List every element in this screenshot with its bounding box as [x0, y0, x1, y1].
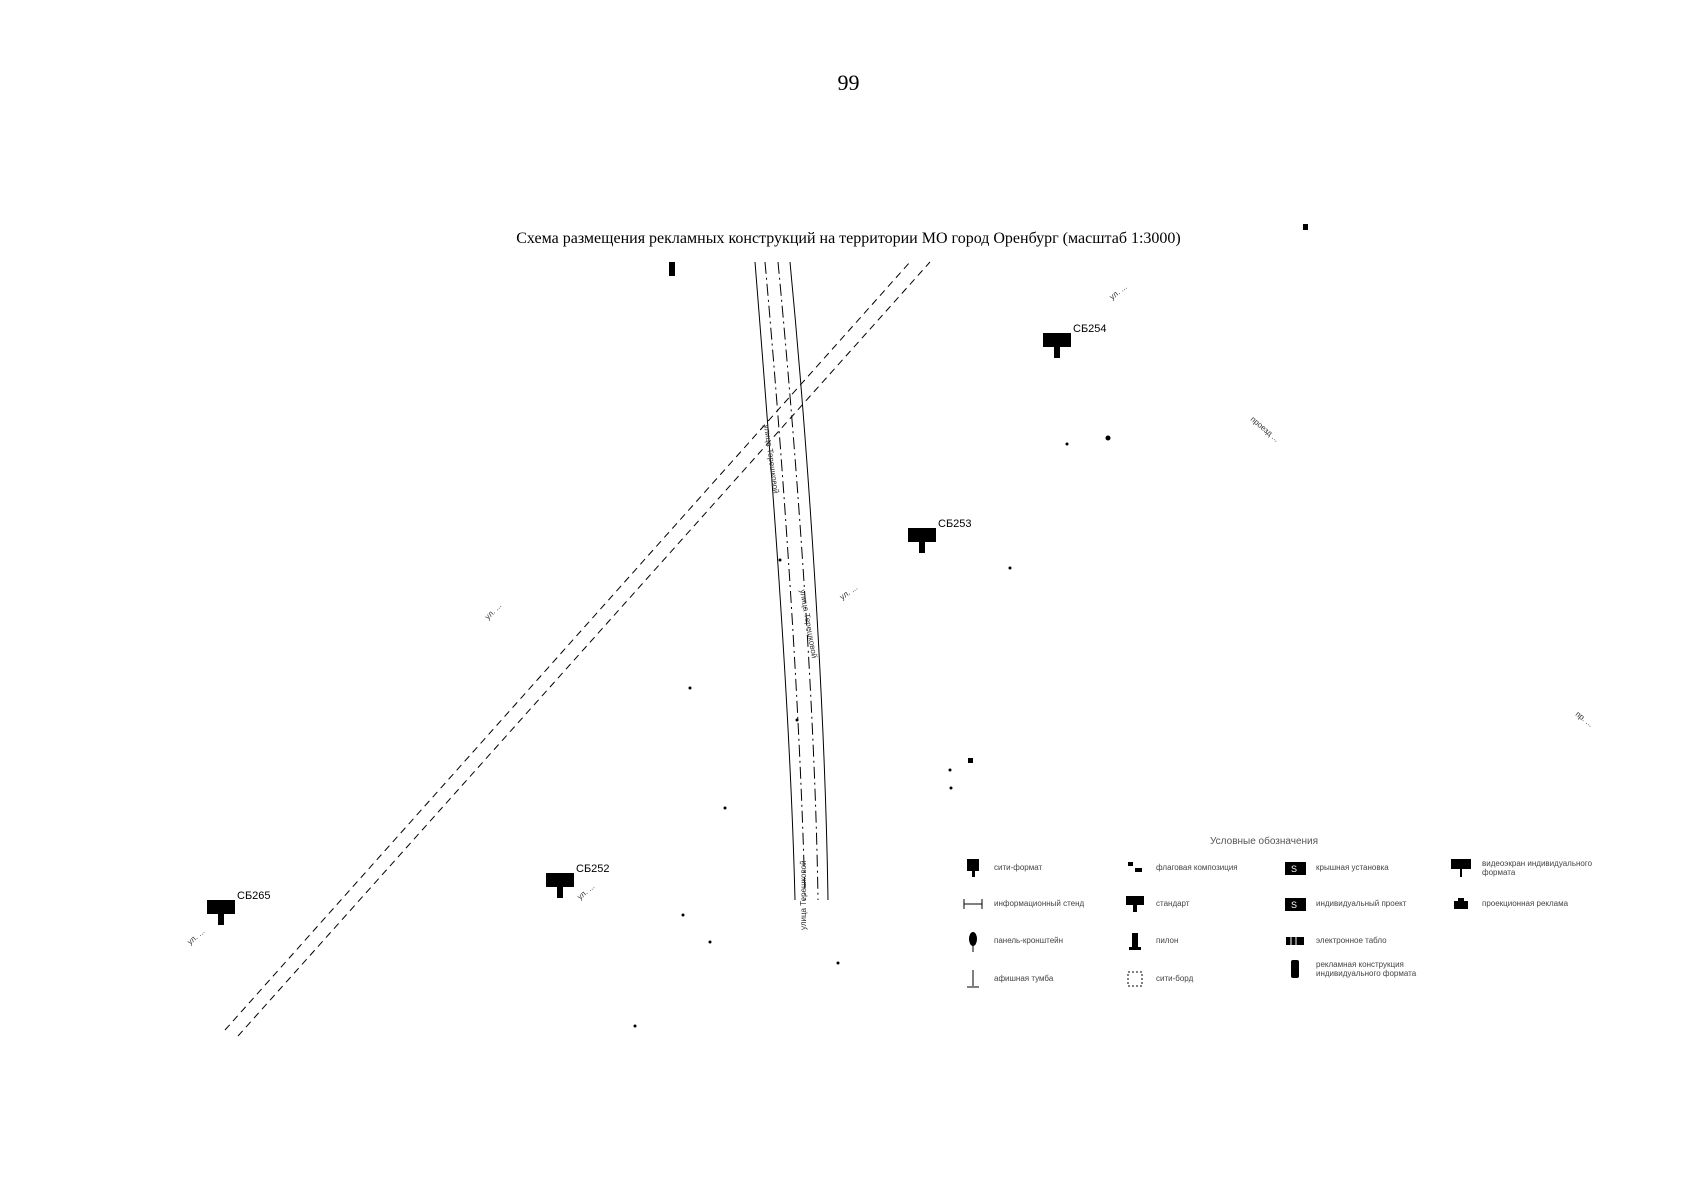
roof-installation-icon: S [1284, 857, 1306, 879]
map-title: Схема размещения рекламных конструкций н… [516, 230, 1181, 247]
electronic-board-icon [1284, 930, 1306, 952]
standard-billboard-icon [1124, 893, 1146, 915]
bracket-panel-icon [962, 930, 984, 952]
marker-label-sb253: СБ253 [938, 518, 972, 530]
street-label-left: ул. ... [483, 601, 503, 621]
street-name-1: улица Терешковой [762, 424, 781, 494]
street-label-right: проезд ... [1249, 415, 1281, 444]
marker-label-sb254: СБ254 [1073, 323, 1107, 335]
legend-item-electronic-board: электронное табло [1284, 930, 1387, 952]
citi-format-icon [962, 857, 984, 879]
legend-item-flag-composition: флаговая композиция [1124, 857, 1238, 879]
legend-item-pylon: пилон [1124, 930, 1178, 952]
custom-structure-icon [1284, 958, 1306, 980]
street-label-far-right: пр. ... [1574, 709, 1595, 728]
page-number: 99 [837, 70, 860, 95]
street-label-mid: ул. ... [838, 583, 859, 602]
street-name-3: улица Терешковой [799, 860, 808, 930]
street-label-upper-right: ул. ... [1108, 282, 1129, 301]
legend-item-citi-format: сити-формат [962, 857, 1042, 879]
billboard-marker-sb252[interactable]: СБ252 [546, 863, 610, 898]
legend-item-city-board: сити-борд [1124, 968, 1193, 990]
marker-label-sb265: СБ265 [237, 890, 271, 902]
svg-text:S: S [1291, 864, 1297, 874]
legend-title: Условные обозначения [1210, 836, 1319, 847]
legend-item-poster-column: афишная тумба [962, 968, 1053, 990]
billboard-marker-sb253[interactable]: СБ253 [908, 518, 972, 553]
legend-item-individual-project: S индивидуальный проект [1284, 893, 1406, 915]
info-stand-icon [962, 893, 984, 915]
minor-features [633, 224, 1308, 1028]
legend-item-bracket-panel: панель-кронштейн [962, 930, 1063, 952]
poster-column-icon [962, 968, 984, 990]
legend-item-custom-structure: рекламная конструкция индивидуального фо… [1284, 958, 1446, 980]
legend-item-standard: стандарт [1124, 893, 1190, 915]
legend-item-video-screen: видеоэкран индивидуального формата [1450, 857, 1612, 879]
svg-text:S: S [1291, 900, 1297, 910]
legend-item-roof-installation: S крышная установка [1284, 857, 1389, 879]
projection-icon [1450, 893, 1472, 915]
legend-item-info-stand: информационный стенд [962, 893, 1084, 915]
individual-project-icon: S [1284, 893, 1306, 915]
pylon-icon [1124, 930, 1146, 952]
marker-label-sb252: СБ252 [576, 863, 610, 875]
city-board-icon [1124, 968, 1146, 990]
street-label-sb265: ул. ... [186, 927, 207, 946]
main-street [754, 261, 829, 901]
legend-item-projection: проекционная реклама [1450, 893, 1568, 915]
flag-composition-icon [1124, 857, 1146, 879]
billboard-marker-sb254[interactable]: СБ254 [1043, 323, 1107, 358]
street-label-sb252: ул. ... [576, 882, 597, 901]
dashed-diagonal-lines [224, 261, 931, 1037]
billboard-marker-sb265[interactable]: СБ265 [207, 890, 271, 925]
video-screen-icon [1450, 857, 1472, 879]
